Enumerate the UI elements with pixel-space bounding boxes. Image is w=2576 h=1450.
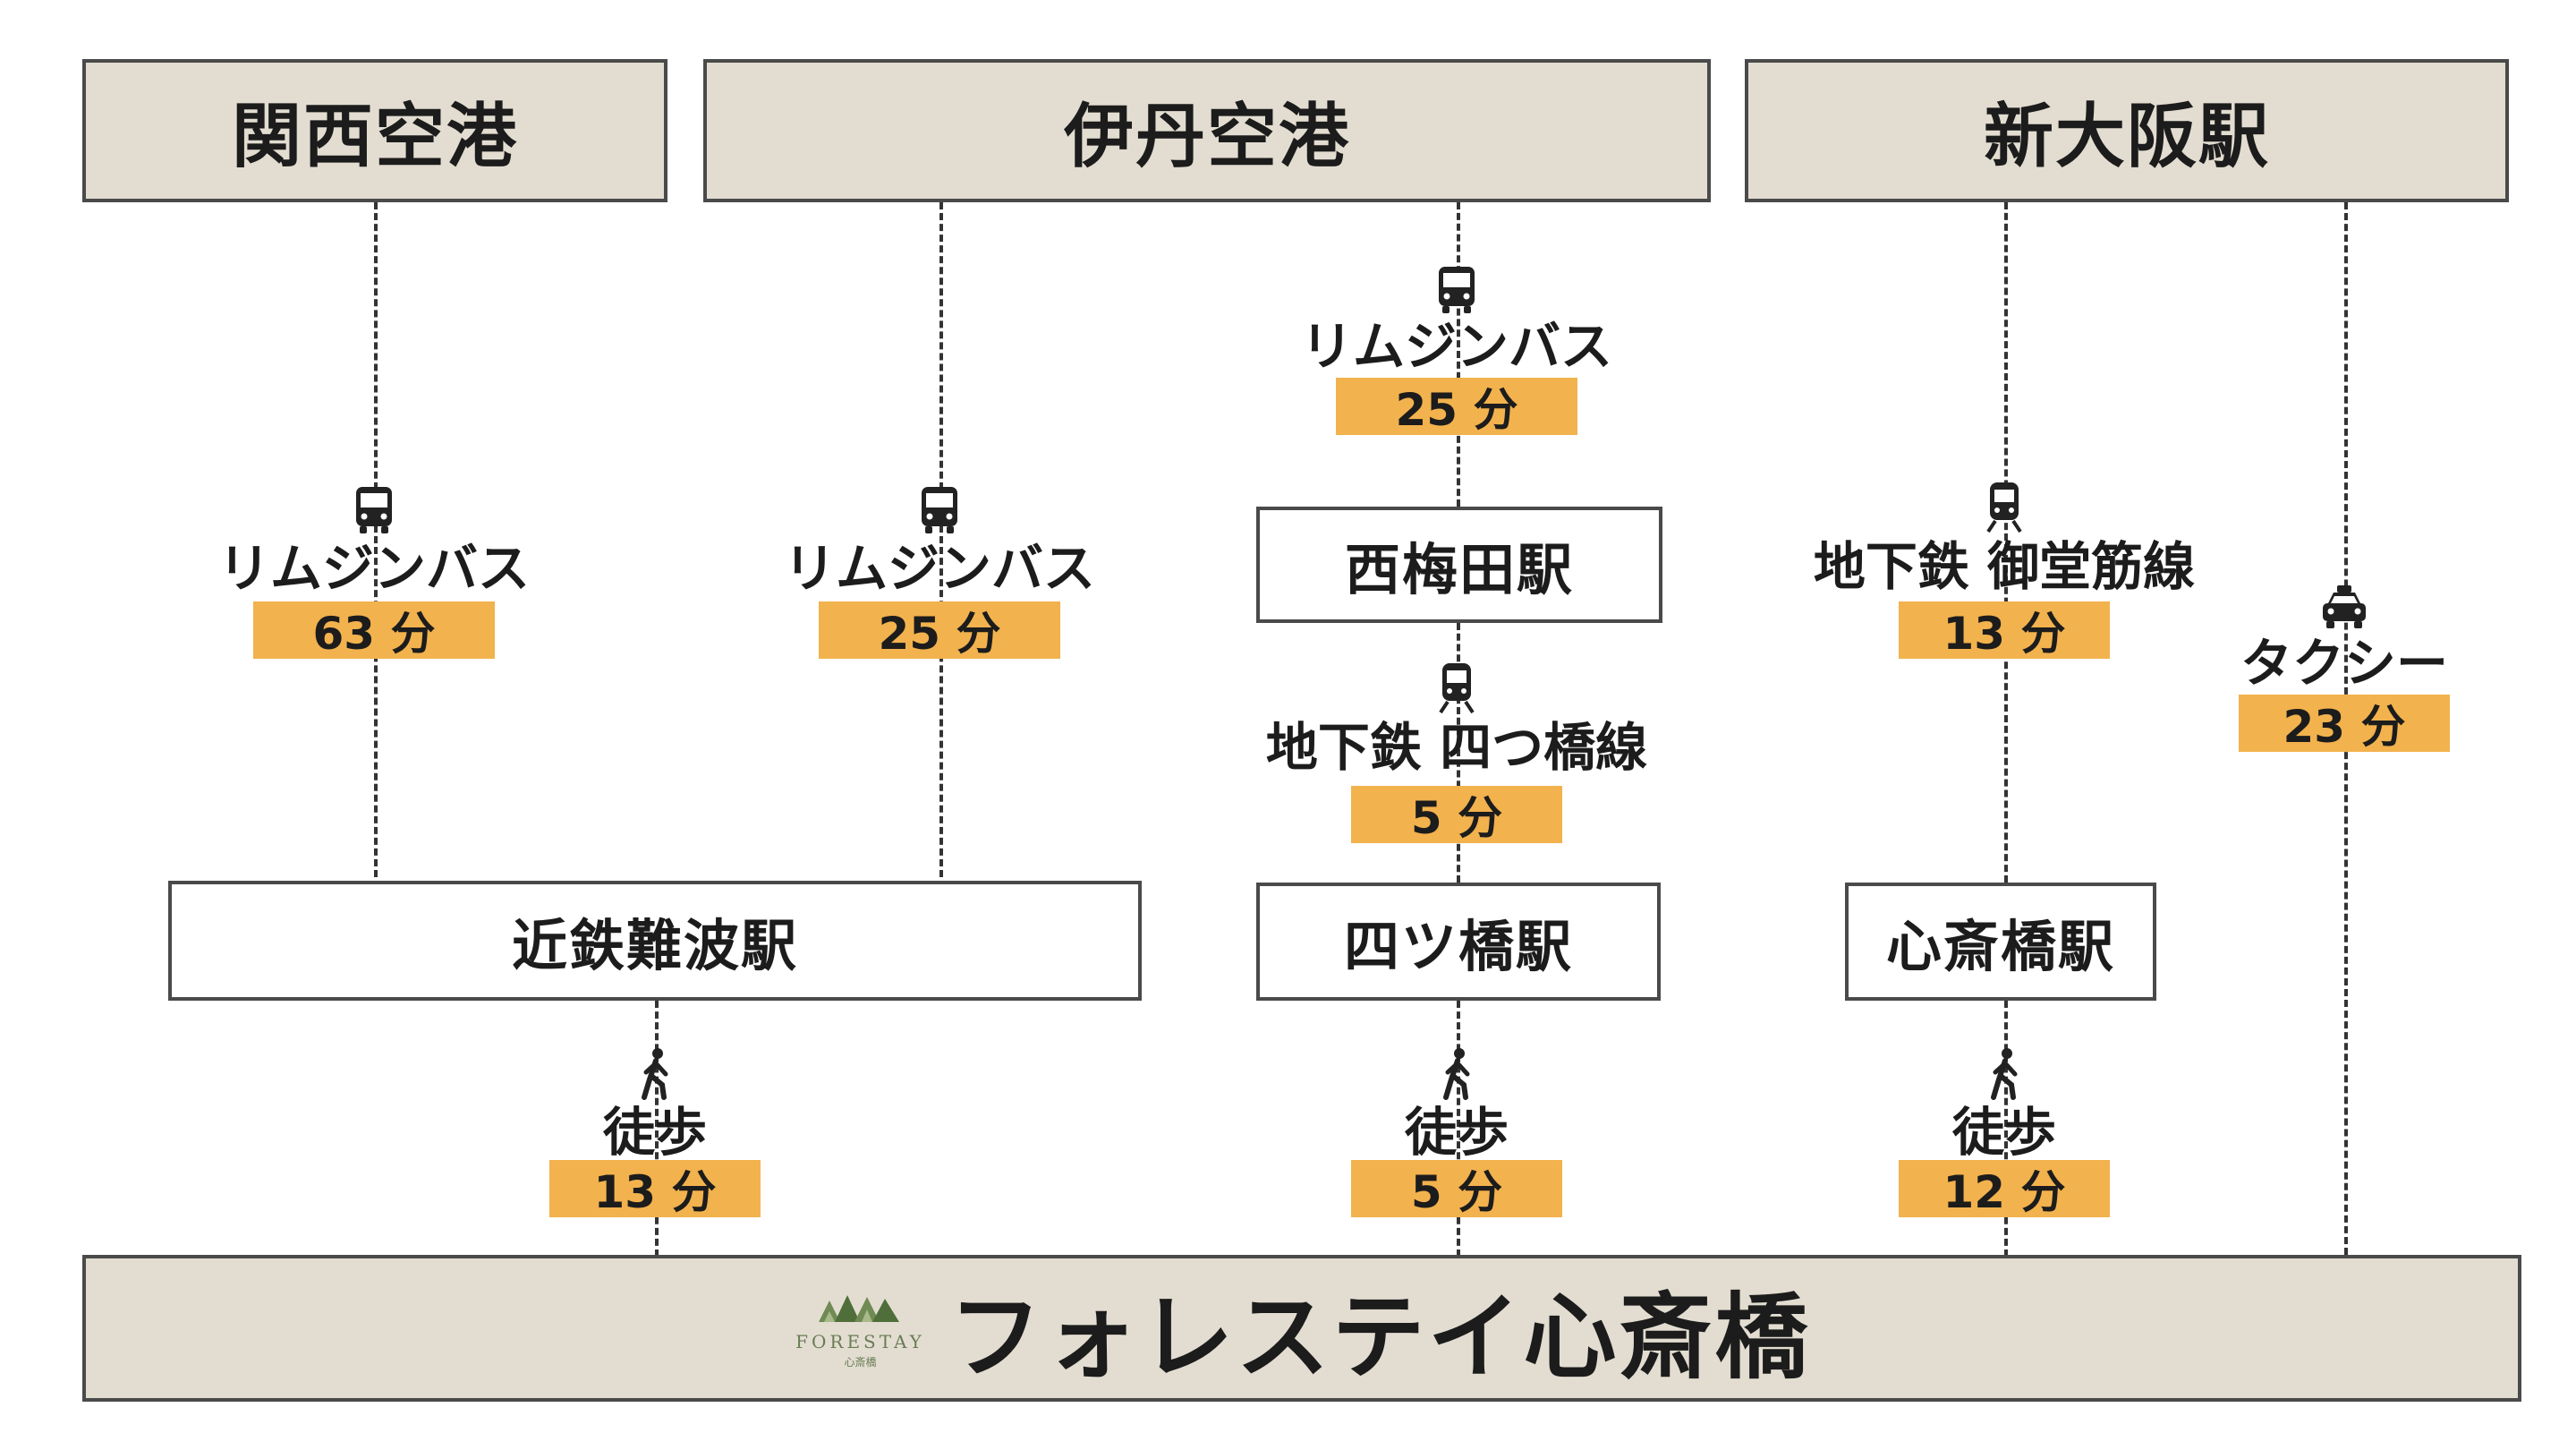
route-walk-shinsaibashi-mode: 徒歩 xyxy=(1951,1102,2057,1163)
connector-itami-namba xyxy=(939,202,943,877)
route-walk-shinsaibashi-time: 12 分 xyxy=(1899,1160,2110,1218)
subway-train-icon xyxy=(1430,661,1484,714)
connector-shinosaka-shinsaibashi xyxy=(2004,202,2008,883)
station-yotsubashi: 四ツ橋駅 xyxy=(1256,883,1661,1001)
forestay-logo: FORESTAY 心斎橋 xyxy=(793,1288,927,1369)
connector-shinsaibashi-hotel xyxy=(2004,1001,2008,1257)
route-itami-umeda-time: 25 分 xyxy=(1336,378,1577,436)
route-itami-umeda-mode: リムジンバス xyxy=(1300,316,1613,377)
route-walk-yotsubashi-mode: 徒歩 xyxy=(1404,1102,1509,1163)
connector-yotsubashi-hotel xyxy=(1457,1001,1460,1257)
station-shinsaibashi-label: 心斎橋駅 xyxy=(1885,914,2115,979)
route-itami-namba-time: 25 分 xyxy=(819,601,1060,660)
station-nishi-umeda-label: 西梅田駅 xyxy=(1344,537,1574,602)
route-taxi-mode: タクシー xyxy=(2240,633,2449,694)
taxi-icon xyxy=(2317,582,2371,635)
route-taxi-time: 23 分 xyxy=(2239,695,2450,753)
route-itami-namba-mode: リムジンバス xyxy=(783,538,1096,599)
walking-person-icon xyxy=(628,1047,682,1101)
route-yotsubashi-line-mode: 地下鉄 四つ橋線 xyxy=(1265,717,1648,778)
origin-shin-osaka-station: 新大阪駅 xyxy=(1745,59,2509,202)
route-yotsubashi-line-time: 5 分 xyxy=(1351,786,1562,844)
walking-person-icon xyxy=(1977,1047,2031,1101)
connector-kansai-namba xyxy=(374,202,378,877)
logo-subtext: 心斎橋 xyxy=(844,1355,877,1369)
origin-itami-airport: 伊丹空港 xyxy=(703,59,1711,202)
connector-itami-umeda xyxy=(1457,202,1460,507)
forest-logo-icon xyxy=(819,1294,900,1322)
route-kansai-time: 63 分 xyxy=(253,601,495,660)
route-walk-yotsubashi-time: 5 分 xyxy=(1351,1160,1562,1218)
origin-itami-label: 伊丹空港 xyxy=(1063,97,1350,177)
station-shinsaibashi: 心斎橋駅 xyxy=(1845,883,2156,1001)
station-yotsubashi-label: 四ツ橋駅 xyxy=(1343,914,1573,979)
connector-namba-hotel xyxy=(655,1001,659,1257)
destination-hotel: FORESTAY 心斎橋 フォレステイ心斎橋 xyxy=(82,1255,2521,1402)
route-kansai-mode: リムジンバス xyxy=(217,538,531,599)
station-kintetsu-namba-label: 近鉄難波駅 xyxy=(511,913,798,978)
route-walk-namba-time: 13 分 xyxy=(549,1160,761,1218)
origin-shin-osaka-label: 新大阪駅 xyxy=(1983,97,2270,177)
subway-train-icon xyxy=(1977,480,2031,533)
origin-kansai-label: 関西空港 xyxy=(231,97,518,177)
bus-icon xyxy=(1430,263,1484,317)
bus-icon xyxy=(913,483,966,537)
station-nishi-umeda: 西梅田駅 xyxy=(1256,507,1662,623)
station-kintetsu-namba: 近鉄難波駅 xyxy=(168,881,1142,1001)
route-walk-namba-mode: 徒歩 xyxy=(602,1102,708,1163)
hotel-name: フォレステイ心斎橋 xyxy=(948,1282,1811,1392)
route-midosuji-line-mode: 地下鉄 御堂筋線 xyxy=(1813,536,2196,597)
logo-text: FORESTAY xyxy=(795,1330,925,1352)
origin-kansai-airport: 関西空港 xyxy=(82,59,667,202)
connector-umeda-yotsubashi xyxy=(1457,623,1460,883)
bus-icon xyxy=(347,483,401,537)
walking-person-icon xyxy=(1430,1047,1484,1101)
route-midosuji-line-time: 13 分 xyxy=(1899,601,2110,660)
